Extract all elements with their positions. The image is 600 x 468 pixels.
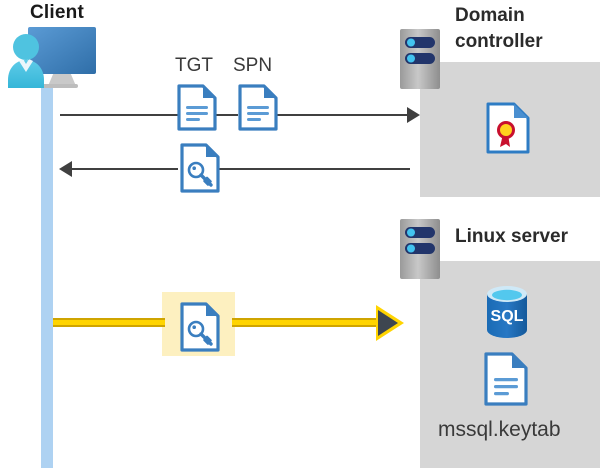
tgt-label: TGT [175, 55, 213, 76]
linux-server-title: Linux server [455, 226, 568, 247]
keytab-filename-label: mssql.keytab [438, 418, 561, 441]
linux-server-server-icon [399, 218, 441, 280]
certificate-document-icon [486, 102, 530, 154]
request-arrowhead-icon [407, 107, 420, 123]
response-line-segment-1 [72, 168, 178, 170]
domain-controller-title: Domain controller [455, 3, 595, 55]
sql-database-icon: SQL [483, 283, 531, 341]
service-ticket-flow-segment-2 [232, 318, 382, 327]
service-ticket-document-key-icon [180, 302, 220, 352]
ticket-document-key-icon [180, 143, 220, 193]
response-line-segment-2 [218, 168, 410, 170]
request-line-segment-1 [60, 114, 178, 116]
request-line-segment-2 [216, 114, 238, 116]
spn-label: SPN [233, 55, 273, 76]
tgt-document-lines-icon [177, 84, 217, 131]
keytab-document-icon [484, 352, 528, 406]
response-arrowhead-icon [59, 161, 72, 177]
spn-document-lines-icon [238, 84, 278, 131]
domain-controller-title-line1: Domain [455, 5, 525, 26]
client-title: Client [30, 2, 84, 23]
domain-controller-title-line2: controller [455, 31, 543, 52]
domain-controller-server-icon [399, 28, 441, 90]
user-computer-icon [6, 22, 98, 92]
client-lifeline [41, 84, 53, 468]
request-line-segment-3 [276, 114, 408, 116]
service-ticket-flow-segment-1 [53, 318, 165, 327]
service-ticket-arrowhead-icon [378, 310, 398, 336]
sql-database-label: SQL [491, 308, 524, 325]
